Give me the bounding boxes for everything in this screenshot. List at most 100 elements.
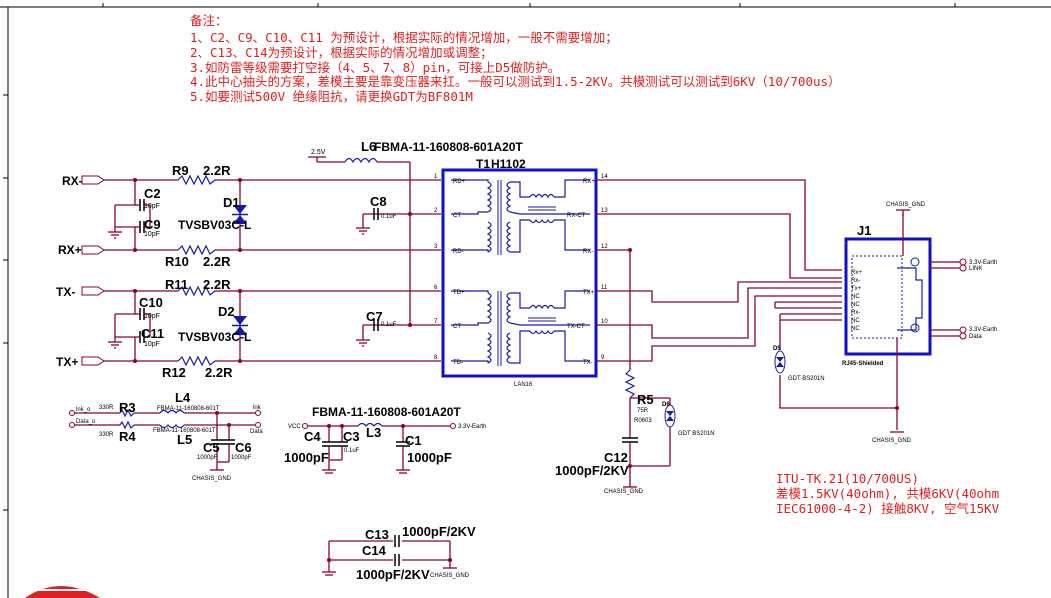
svg-text:C12: C12: [604, 450, 628, 465]
note-line: 4.此中心抽头的方案，差模主要是靠变压器来扛。一般可以测试到1.5-2KV。共模…: [190, 74, 841, 89]
svg-text:TX+: TX+: [56, 355, 78, 369]
svg-text:C10: C10: [139, 295, 163, 310]
note-line: 5.如要测试500V 绝缘阻抗，请更换GDT为BF801M: [190, 89, 473, 104]
svg-text:C4: C4: [304, 429, 321, 444]
svg-text:0.1uF: 0.1uF: [381, 214, 397, 220]
svg-text:75R: 75R: [637, 408, 649, 414]
svg-text:2.2R: 2.2R: [203, 254, 231, 269]
power-filter: FBMA-11-160808-601A20T VCC 3.3V-Earth L3…: [284, 405, 486, 474]
svg-text:TX-: TX-: [56, 285, 75, 299]
svg-text:TD-: TD-: [453, 360, 463, 366]
capacitor-c2-c9: C2 10pF C9 10pF: [108, 178, 161, 252]
rj45-j1: J1 RJ45-Shielded Rx+ Rx- Tx+ NC NC Rx- N…: [842, 202, 997, 444]
port-tx-minus: TX-: [56, 285, 105, 299]
svg-text:D2: D2: [218, 304, 235, 319]
svg-text:C9: C9: [144, 217, 161, 232]
svg-text:J1: J1: [857, 223, 871, 238]
svg-text:D6: D6: [662, 402, 670, 408]
svg-text:12: 12: [601, 244, 608, 250]
led-interface: lnk_o Data_o R3 R4 330R 330R L4 FBMA-11-…: [69, 390, 263, 482]
svg-text:差模1.5KV(40ohm), 共模6KV(40ohm: 差模1.5KV(40ohm), 共模6KV(40ohm: [776, 486, 999, 501]
company-logo: [25, 583, 100, 598]
svg-text:RJ45-Shielded: RJ45-Shielded: [842, 361, 884, 367]
svg-text:1000pF: 1000pF: [407, 450, 452, 465]
svg-text:C7: C7: [366, 309, 383, 324]
svg-text:C2: C2: [144, 186, 161, 201]
svg-text:R4: R4: [119, 429, 136, 444]
test-spec: ITU-TK.21(10/700US) 差模1.5KV(40ohm), 共模6K…: [776, 471, 1000, 516]
svg-text:Tx+: Tx+: [851, 286, 862, 292]
gdt-d5: D5 GDT BS201N: [773, 346, 825, 382]
svg-text:NC: NC: [851, 302, 860, 308]
resistor-r10: R10 2.2R: [165, 244, 231, 269]
capacitor-c7: C7 0.1uF: [356, 309, 441, 347]
svg-text:TX+: TX+: [583, 290, 595, 296]
svg-text:CHASIS_GND: CHASIS_GND: [886, 202, 926, 208]
svg-text:NC: NC: [851, 326, 860, 332]
svg-text:10pF: 10pF: [144, 341, 160, 348]
svg-text:Data: Data: [969, 334, 982, 340]
svg-text:1000pF/2KV: 1000pF/2KV: [555, 463, 629, 478]
svg-text:TVSBV03C-L: TVSBV03C-L: [178, 218, 251, 232]
svg-text:1: 1: [434, 174, 438, 180]
svg-text:7: 7: [434, 319, 438, 325]
svg-text:8: 8: [434, 355, 438, 361]
resistor-r12: R12 2.2R: [162, 355, 233, 380]
svg-text:CHASIS_GND: CHASIS_GND: [872, 438, 912, 444]
svg-text:3.3V-Earth: 3.3V-Earth: [458, 424, 486, 430]
sheet-border: [0, 3, 1051, 598]
capacitor-c12: C12 1000pF/2KV CHASIS_GND: [555, 437, 644, 495]
svg-text:C5: C5: [203, 440, 220, 455]
note-line: 备注：: [190, 13, 228, 28]
svg-text:R11: R11: [165, 277, 188, 292]
note-line: 1、C2、C9、C10、C11 为预设计，根据实际的情况增加，一般不需要增加；: [190, 30, 618, 45]
svg-text:1000pF: 1000pF: [197, 455, 218, 461]
svg-text:Rx-: Rx-: [851, 278, 860, 284]
notes-block: 备注： 1、C2、C9、C10、C11 为预设计，根据实际的情况增加，一般不需要…: [190, 13, 841, 104]
svg-text:9: 9: [601, 355, 605, 361]
svg-text:10pF: 10pF: [144, 231, 160, 238]
svg-text:FBMA-11-160808-601T: FBMA-11-160808-601T: [153, 428, 216, 434]
svg-text:Data: Data: [250, 429, 263, 435]
svg-text:R10: R10: [165, 254, 189, 269]
svg-text:RD+: RD+: [453, 179, 466, 185]
svg-text:C11: C11: [141, 326, 164, 341]
svg-text:1000pF/2KV: 1000pF/2KV: [356, 567, 430, 582]
svg-text:330R: 330R: [99, 405, 114, 411]
svg-text:RX-CT: RX-CT: [567, 213, 586, 219]
svg-text:GDT BS201N: GDT BS201N: [678, 431, 715, 437]
svg-text:TD+: TD+: [453, 290, 465, 296]
svg-text:CT: CT: [453, 213, 461, 219]
svg-text:IEC61000-4-2) 接触8KV, 空气15KV: IEC61000-4-2) 接触8KV, 空气15KV: [776, 501, 1000, 516]
svg-text:14: 14: [601, 174, 608, 180]
inductor-l6: 2.5V L6 FBMA-11-160808-601A20T: [308, 139, 523, 325]
svg-text:TX-CT: TX-CT: [567, 324, 585, 330]
svg-text:1000pF: 1000pF: [231, 455, 252, 461]
svg-text:2: 2: [434, 208, 438, 214]
resistor-r5: R5 75R R0603: [624, 369, 670, 438]
svg-text:RX-: RX-: [62, 174, 83, 188]
svg-text:H1102: H1102: [491, 157, 526, 171]
svg-text:11: 11: [601, 285, 608, 291]
tvs-diode-d2: D2 TVSBV03C-L: [178, 289, 251, 363]
svg-text:2.5V: 2.5V: [311, 149, 326, 156]
signal-wires: [104, 179, 441, 362]
port-rx-plus: RX+: [58, 243, 105, 257]
svg-text:RX-: RX-: [583, 249, 593, 255]
svg-text:VCC: VCC: [288, 424, 301, 430]
svg-text:0.1uF: 0.1uF: [344, 448, 360, 454]
svg-text:10: 10: [601, 319, 608, 325]
svg-text:13: 13: [601, 208, 608, 214]
svg-text:FBMA-11-160808-601A20T: FBMA-11-160808-601A20T: [312, 405, 461, 419]
capacitor-c13-c14: C13 1000pF/2KV C14 1000pF/2KV CHASIS_GND: [322, 524, 476, 582]
svg-text:LAN16: LAN16: [514, 382, 533, 388]
svg-text:1000pF/2KV: 1000pF/2KV: [402, 524, 476, 539]
svg-text:Rx+: Rx+: [851, 270, 862, 276]
svg-text:T1: T1: [476, 157, 490, 171]
svg-text:R3: R3: [119, 400, 136, 415]
svg-text:6: 6: [434, 285, 438, 291]
svg-text:GDT BS201N: GDT BS201N: [788, 376, 825, 382]
svg-text:C14: C14: [362, 543, 387, 558]
svg-text:R12: R12: [162, 365, 186, 380]
